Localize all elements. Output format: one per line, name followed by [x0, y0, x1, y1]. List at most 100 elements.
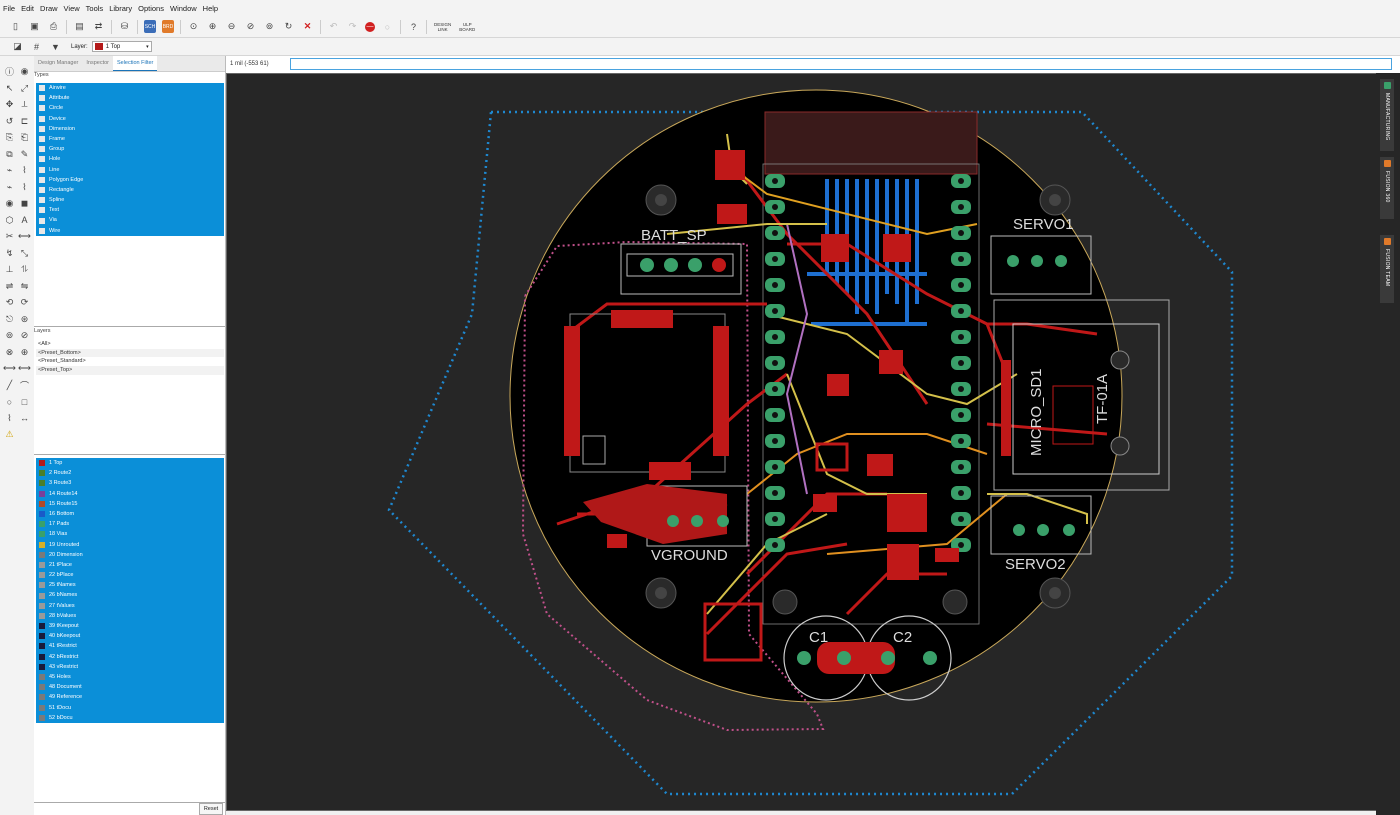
command-input[interactable] — [290, 58, 1392, 70]
eraser-icon[interactable]: ◪ — [13, 41, 22, 51]
checkbox-icon[interactable] — [39, 227, 45, 234]
checkbox-icon[interactable] — [39, 217, 45, 224]
layer-filter-item[interactable]: 2 Route2 — [36, 468, 224, 478]
cancel-icon[interactable]: ✕ — [303, 21, 312, 31]
tab-inspector[interactable]: Inspector — [86, 60, 109, 66]
tab-design-manager[interactable]: Design Manager — [38, 60, 79, 66]
ulp-board-button[interactable]: ULP BOARD — [459, 21, 476, 32]
switch-icon[interactable]: ⇄ — [94, 21, 103, 31]
tool-icon[interactable]: ⎋ — [5, 313, 14, 324]
tool-icon[interactable]: ⌇ — [22, 165, 27, 175]
checkbox-icon[interactable] — [39, 176, 45, 183]
tool-icon[interactable]: ⊥ — [5, 264, 14, 274]
layer-filter-item[interactable]: 17 Pads — [36, 519, 224, 529]
tool-icon[interactable]: ⊛ — [20, 313, 29, 324]
zoom-out-icon[interactable]: ⊖ — [227, 21, 236, 31]
zoom-in-icon[interactable]: ⊕ — [208, 21, 217, 31]
checkbox-icon[interactable] — [39, 197, 45, 204]
tool-icon[interactable]: ⇌ — [5, 280, 14, 291]
type-filter-item[interactable]: Hole — [36, 154, 224, 164]
preset-item[interactable]: <Preset_Bottom> — [36, 348, 224, 358]
design-link-button[interactable]: DESIGN LINK — [434, 21, 452, 32]
print-icon[interactable]: ⎙ — [49, 21, 58, 31]
help-icon[interactable]: ? — [410, 21, 416, 32]
type-filter-item[interactable]: Text — [36, 205, 224, 215]
menu-window[interactable]: Window — [169, 3, 197, 13]
layer-filter-item[interactable]: 16 Bottom — [36, 509, 224, 519]
checkbox-icon[interactable] — [39, 186, 45, 193]
layer-filter-item[interactable]: 3 Route3 — [36, 478, 224, 488]
checkbox-icon[interactable] — [39, 125, 45, 132]
menu-tools[interactable]: Tools — [85, 3, 104, 13]
tool-icon[interactable]: ⌇ — [22, 181, 27, 192]
tool-icon[interactable]: ⟷ — [18, 363, 31, 373]
type-filter-item[interactable]: Group — [36, 144, 224, 154]
layer-filter-item[interactable]: 45 Holes — [36, 672, 224, 682]
cam-icon[interactable]: ▤ — [75, 21, 84, 31]
tool-icon[interactable]: □ — [21, 396, 28, 407]
tool-icon[interactable]: ○ — [6, 396, 13, 407]
grid-icon[interactable]: # — [33, 41, 39, 52]
checkbox-icon[interactable] — [39, 207, 45, 214]
layer-filter-item[interactable]: 1 Top — [36, 458, 224, 468]
reset-button[interactable]: Reset — [199, 803, 223, 815]
menu-draw[interactable]: Draw — [40, 3, 58, 13]
checkbox-icon[interactable] — [39, 85, 45, 92]
type-filter-item[interactable]: Airwire — [36, 83, 224, 93]
checkbox-icon[interactable] — [39, 115, 45, 122]
zoom-select-icon[interactable]: ⊚ — [265, 21, 274, 31]
type-filter-item[interactable]: Spline — [36, 195, 224, 205]
layer-filter-item[interactable]: 43 vRestrict — [36, 662, 224, 672]
save-icon[interactable]: ▣ — [30, 21, 39, 31]
checkbox-icon[interactable] — [39, 166, 45, 173]
preset-item[interactable]: <Preset_Standard> — [38, 358, 86, 365]
tool-icon[interactable]: ⚠ — [5, 429, 14, 439]
tool-icon[interactable]: ↯ — [5, 247, 14, 258]
layer-filter-item[interactable]: 28 bValues — [36, 611, 224, 621]
layer-filter-item[interactable]: 19 Unrouted — [36, 540, 224, 550]
redraw-icon[interactable]: ↻ — [284, 21, 293, 31]
menu-library[interactable]: Library — [109, 3, 133, 13]
tool-icon[interactable]: ⊘ — [20, 330, 29, 340]
menu-file[interactable]: File — [3, 3, 16, 13]
layer-filter-item[interactable]: 21 tPlace — [36, 560, 224, 570]
layer-filter-item[interactable]: 14 Route14 — [36, 489, 224, 499]
stop-icon[interactable]: — — [365, 21, 375, 32]
tool-icon[interactable]: ⟲ — [5, 297, 14, 307]
type-filter-item[interactable]: Line — [36, 165, 224, 175]
tool-icon[interactable]: ⌁ — [6, 165, 13, 175]
board-icon[interactable]: BRD — [162, 20, 174, 33]
layer-filter-item[interactable]: 27 tValues — [36, 601, 224, 611]
redo-icon[interactable]: ↷ — [348, 21, 357, 31]
checkbox-icon[interactable] — [39, 95, 45, 102]
manufacturing-button[interactable]: MANUFACTURING — [1380, 79, 1394, 151]
type-filter-item[interactable]: Polygon Edge — [36, 175, 224, 185]
menu-edit[interactable]: Edit — [21, 3, 35, 13]
layer-filter-item[interactable]: 26 bNames — [36, 590, 224, 600]
tool-icon[interactable]: ↺ — [5, 115, 14, 126]
checkbox-icon[interactable] — [39, 156, 45, 163]
layer-filter-item[interactable]: 39 tKeepout — [36, 621, 224, 631]
tool-icon[interactable]: ⟷ — [18, 231, 31, 241]
tool-icon[interactable]: ⤡ — [20, 247, 29, 258]
layer-filter-item[interactable]: 40 bKeepout — [36, 631, 224, 641]
tool-icon[interactable]: ⌇ — [7, 412, 12, 423]
tool-icon[interactable]: ⥮ — [21, 264, 28, 274]
layer-filter-item[interactable]: 41 tRestrict — [36, 641, 224, 651]
tool-icon[interactable]: ✂ — [5, 231, 14, 241]
layer-filter-item[interactable]: 48 Document — [36, 682, 224, 692]
tool-icon[interactable]: ↔ — [20, 413, 29, 423]
tool-icon[interactable]: ⤢ — [20, 82, 29, 93]
layer-filter-item[interactable]: 15 Route15 — [36, 499, 224, 509]
tool-icon[interactable]: ◉ — [20, 66, 29, 76]
new-file-icon[interactable]: ▯ — [13, 21, 18, 31]
tool-icon[interactable]: ⊗ — [5, 346, 14, 357]
tool-icon[interactable]: ⌁ — [6, 181, 13, 192]
tool-icon[interactable]: ⌒ — [19, 380, 29, 391]
tool-icon[interactable]: ⟳ — [20, 297, 29, 307]
tool-icon[interactable]: ◼ — [20, 198, 29, 208]
go-icon[interactable]: ○ — [384, 21, 391, 32]
tool-icon[interactable]: ⬡ — [5, 214, 14, 225]
fusion-360-button[interactable]: FUSION 360 — [1380, 157, 1394, 219]
type-filter-item[interactable]: Attribute — [36, 93, 224, 103]
